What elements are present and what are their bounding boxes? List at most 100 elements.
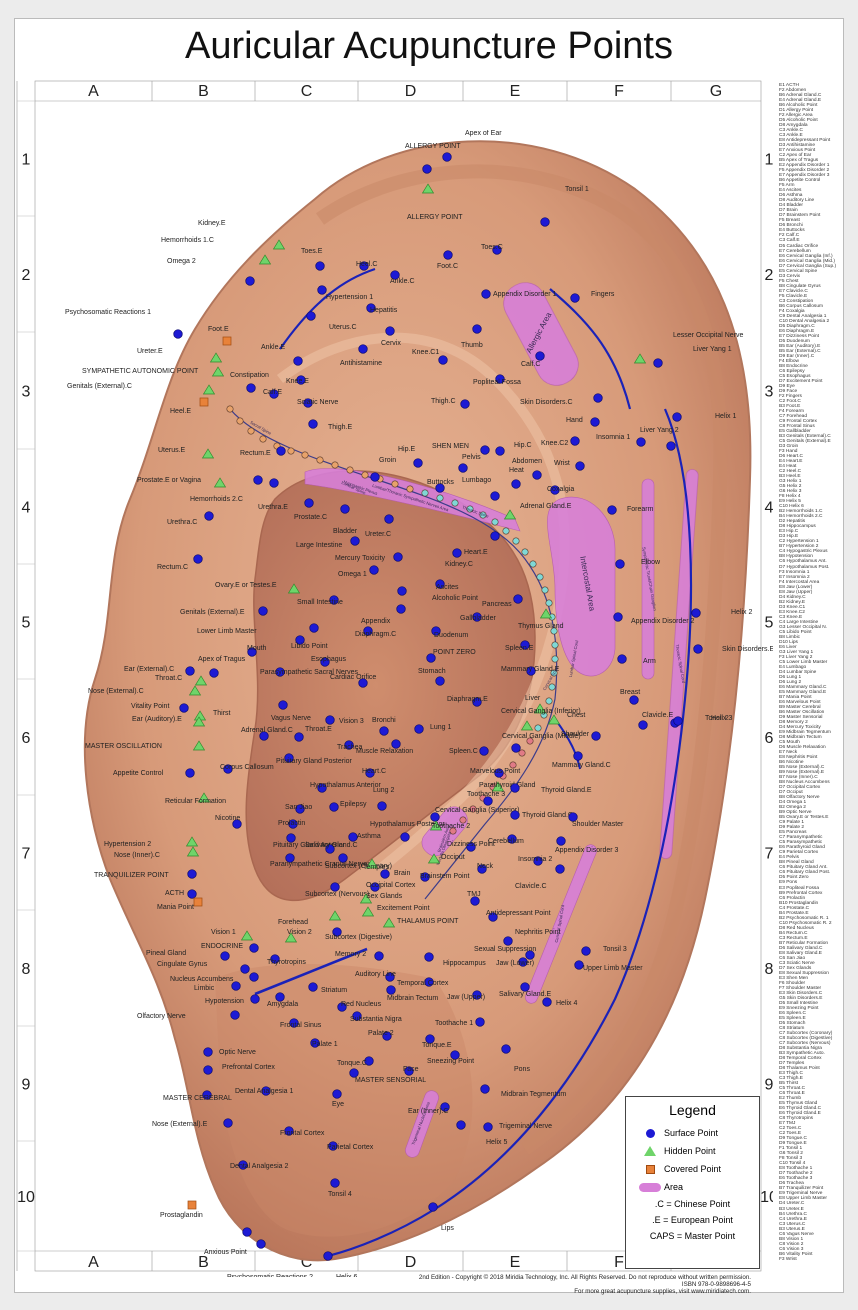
surface-point-icon[interactable] xyxy=(270,954,280,964)
surface-point-icon[interactable] xyxy=(532,470,542,480)
acupoint[interactable]: Occiput xyxy=(427,853,465,864)
surface-point-icon[interactable] xyxy=(337,1002,347,1012)
acupoint[interactable]: Palate 2 xyxy=(368,1030,394,1041)
surface-point-icon[interactable] xyxy=(472,324,482,334)
acupoint[interactable]: Appendix Disorder 1 xyxy=(481,289,557,299)
surface-point-icon[interactable] xyxy=(520,640,530,650)
surface-point-icon[interactable] xyxy=(310,1038,320,1048)
surface-point-icon[interactable] xyxy=(581,946,591,956)
surface-point-icon[interactable] xyxy=(249,943,259,953)
hidden-point-icon[interactable] xyxy=(258,254,272,265)
surface-point-icon[interactable] xyxy=(533,856,543,866)
acupoint[interactable]: Paranympathetic Cranial Nerves xyxy=(270,853,371,868)
acupoint[interactable]: Tonsil 2 xyxy=(673,715,729,726)
acupoint[interactable]: Large Intestine xyxy=(296,536,360,549)
acupoint[interactable]: Arm xyxy=(617,654,656,665)
acupoint[interactable]: Brain xyxy=(380,869,411,879)
acupoint[interactable]: MASTER SENSORIAL xyxy=(349,1068,427,1084)
covered-point-icon[interactable] xyxy=(222,336,232,346)
surface-point-icon[interactable] xyxy=(278,700,288,710)
acupoint[interactable]: TRANQUILIZER POINT xyxy=(94,869,197,879)
acupoint[interactable]: Toes.E xyxy=(301,248,325,271)
acupoint[interactable]: Pons xyxy=(501,1044,531,1073)
acupoint[interactable]: Psychosomatic Reactions 2 xyxy=(227,1239,313,1277)
acupoint[interactable]: Gallbladder xyxy=(460,612,496,622)
acupoint[interactable]: Adrenal Gland.C xyxy=(241,727,293,741)
surface-point-icon[interactable] xyxy=(385,972,395,982)
acupoint[interactable]: Subcortex (Digestive) xyxy=(325,927,392,941)
acupoint[interactable]: Appendix Disorder 2 xyxy=(613,612,695,625)
surface-point-icon[interactable] xyxy=(518,957,528,967)
acupoint[interactable]: Hippocampus xyxy=(424,952,487,967)
surface-point-icon[interactable] xyxy=(510,783,520,793)
surface-point-icon[interactable] xyxy=(422,164,432,174)
surface-point-icon[interactable] xyxy=(245,276,255,286)
acupoint[interactable]: Diaphragm.E xyxy=(447,696,488,707)
surface-point-icon[interactable] xyxy=(193,554,203,564)
acupoint[interactable]: Kidney.E xyxy=(198,220,286,250)
acupoint[interactable]: Nose (Inner).C xyxy=(114,846,200,859)
acupoint[interactable]: Vitality Point xyxy=(131,703,189,713)
acupoint[interactable]: Thigh.C xyxy=(431,398,470,409)
surface-point-icon[interactable] xyxy=(275,667,285,677)
acupoint[interactable]: Small Intestine xyxy=(297,595,343,606)
acupoint[interactable]: Hand xyxy=(566,417,600,427)
acupoint[interactable]: MASTER CEREBRAL xyxy=(163,1090,232,1102)
acupoint[interactable]: Dizziness Point xyxy=(447,841,495,852)
surface-point-icon[interactable] xyxy=(629,695,639,705)
acupoint[interactable]: Ascites xyxy=(435,579,459,591)
covered-point-icon[interactable] xyxy=(187,1200,197,1210)
hidden-point-icon[interactable] xyxy=(213,477,227,488)
acupoint[interactable]: Hemorrhoids 2.C xyxy=(190,475,263,503)
surface-point-icon[interactable] xyxy=(425,1034,435,1044)
surface-point-icon[interactable] xyxy=(413,458,423,468)
acupoint[interactable]: Adrenal Gland.E xyxy=(503,503,572,520)
acupoint[interactable]: Red Nucleus xyxy=(337,1001,382,1012)
acupoint[interactable]: Foot.C xyxy=(437,250,458,270)
surface-point-icon[interactable] xyxy=(250,994,260,1004)
surface-point-icon[interactable] xyxy=(269,389,279,399)
surface-point-icon[interactable] xyxy=(615,559,625,569)
acupoint[interactable]: Appendix Disorder 3 xyxy=(555,836,619,854)
surface-point-icon[interactable] xyxy=(185,666,195,676)
surface-point-icon[interactable] xyxy=(568,812,578,822)
acupoint[interactable]: Parietal Cortex xyxy=(327,1141,374,1151)
hidden-point-icon[interactable] xyxy=(201,448,215,459)
surface-point-icon[interactable] xyxy=(617,654,627,664)
hidden-point-icon[interactable] xyxy=(188,685,202,696)
surface-point-icon[interactable] xyxy=(470,896,480,906)
acupoint[interactable]: Rectum.E xyxy=(240,446,286,457)
acupoint[interactable]: Hip.C xyxy=(495,442,532,456)
acupoint[interactable]: Dental Analgesia 2 xyxy=(230,1160,288,1170)
acupoint[interactable]: Shoulder Master xyxy=(568,812,624,828)
acupoint[interactable]: Constipation xyxy=(230,372,269,393)
surface-point-icon[interactable] xyxy=(475,1017,485,1027)
acupoint[interactable]: Uterus.C xyxy=(306,311,357,331)
surface-point-icon[interactable] xyxy=(672,412,682,422)
acupoint[interactable]: Insomnia 1 xyxy=(596,434,646,447)
acupoint[interactable]: Genitals (External).C xyxy=(67,383,216,395)
acupoint[interactable]: ALLERGY POINT xyxy=(405,143,461,174)
surface-point-icon[interactable] xyxy=(481,289,491,299)
acupoint[interactable]: Anxious Point xyxy=(204,1227,252,1256)
acupoint[interactable]: SYMPATHETIC AUTONOMIC POINT xyxy=(82,366,225,377)
surface-point-icon[interactable] xyxy=(285,853,295,863)
acupoint[interactable]: Forehead xyxy=(278,910,342,926)
surface-point-icon[interactable] xyxy=(390,270,400,280)
surface-point-icon[interactable] xyxy=(540,217,550,227)
acupoint[interactable]: Olfactory Nerve xyxy=(137,1010,240,1020)
surface-point-icon[interactable] xyxy=(238,1160,248,1170)
surface-point-icon[interactable] xyxy=(396,604,406,614)
surface-point-icon[interactable] xyxy=(435,483,445,493)
hidden-point-icon[interactable] xyxy=(503,509,517,520)
surface-point-icon[interactable] xyxy=(246,383,256,393)
acupoint[interactable]: Urethra.E xyxy=(258,478,288,511)
acupoint[interactable]: Sneezing Point xyxy=(427,1050,474,1065)
acupoint[interactable]: Skin Disorders.E xyxy=(693,644,773,654)
acupoint[interactable]: Cardiac Orifice xyxy=(330,674,376,688)
acupoint[interactable]: Helix 5 xyxy=(456,1120,508,1146)
surface-point-icon[interactable] xyxy=(269,478,279,488)
acupoint[interactable]: Throat.E xyxy=(294,726,332,742)
hidden-point-icon[interactable] xyxy=(192,740,206,751)
surface-point-icon[interactable] xyxy=(350,536,360,546)
